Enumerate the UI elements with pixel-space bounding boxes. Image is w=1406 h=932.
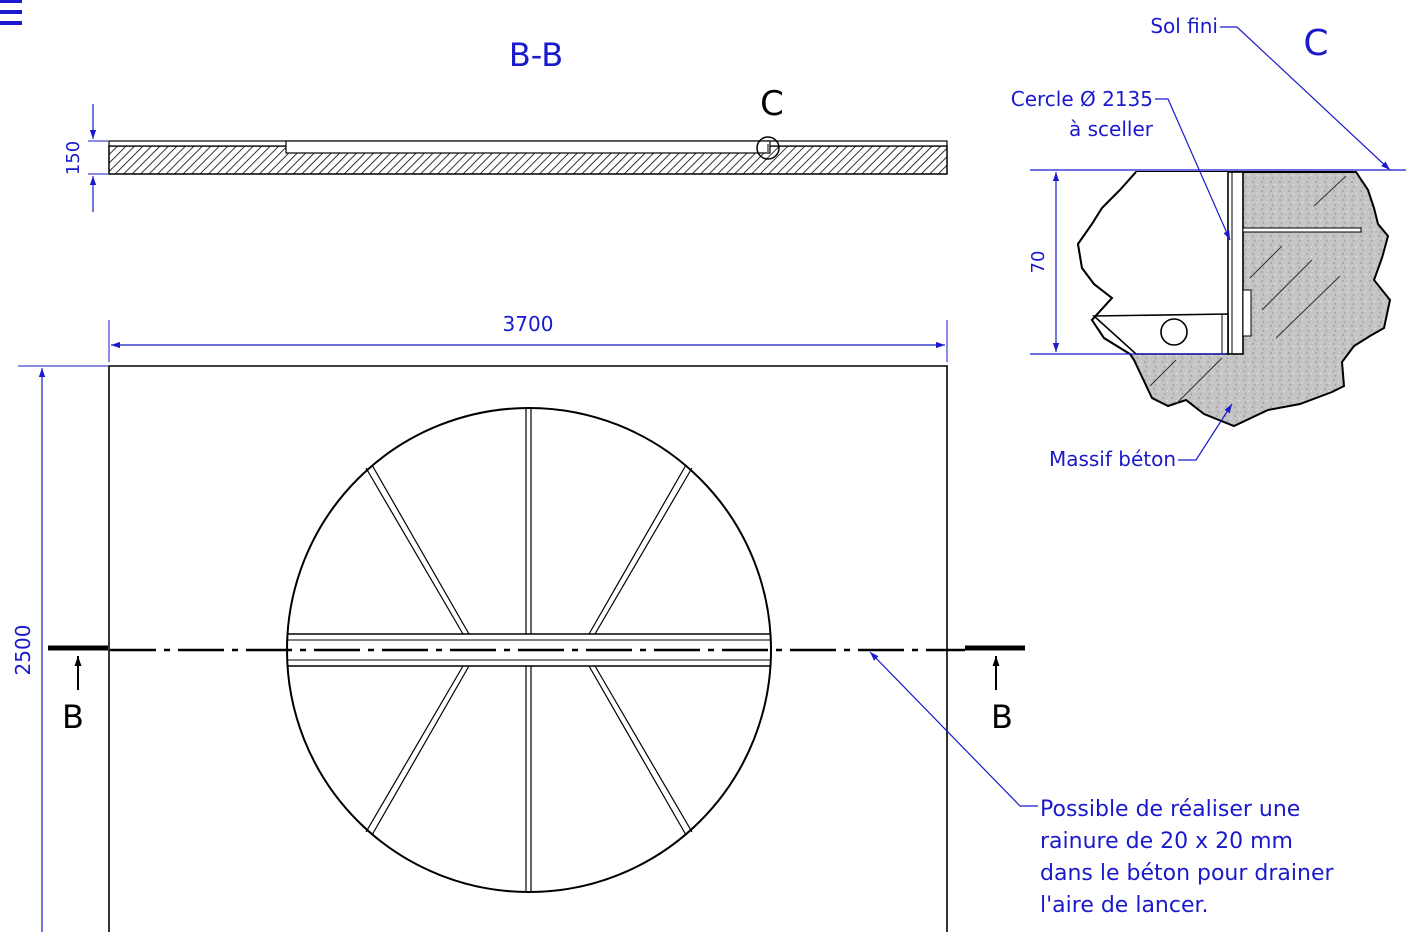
svg-text:rainure de 20 x 20 mm: rainure de 20 x 20 mm xyxy=(1040,829,1293,854)
svg-text:150: 150 xyxy=(63,141,84,175)
section-mark-right: B xyxy=(991,698,1013,736)
detail-c-reference: C xyxy=(760,84,784,124)
detail-c-circle xyxy=(756,136,780,160)
drainage-note: Possible de réaliser une rainure de 20 x… xyxy=(869,651,1334,918)
detail-ground-line xyxy=(1030,169,1406,355)
svg-text:2500: 2500 xyxy=(11,625,35,676)
svg-text:à sceller: à sceller xyxy=(1069,117,1154,141)
leader-cercle: Cercle Ø 2135 à sceller xyxy=(1011,87,1231,241)
dim-thickness: 150 xyxy=(63,104,108,212)
section-line-b: B B xyxy=(48,645,1025,736)
svg-text:70: 70 xyxy=(1028,251,1049,274)
section-mark-left: B xyxy=(62,698,84,736)
svg-text:Sol fini: Sol fini xyxy=(1150,14,1218,38)
leader-sol-fini: Sol fini xyxy=(1150,14,1391,171)
svg-text:Massif béton: Massif béton xyxy=(1049,447,1176,471)
section-slab xyxy=(108,136,948,175)
svg-text:Cercle Ø 2135: Cercle Ø 2135 xyxy=(1011,87,1153,111)
section-title: B-B xyxy=(509,36,563,74)
dim-width: 3700 xyxy=(108,312,948,362)
corner-mark xyxy=(0,0,22,25)
svg-text:dans le béton pour drainer: dans le béton pour drainer xyxy=(1040,861,1334,886)
detail-c-drawing xyxy=(1076,171,1392,428)
detail-c-title: C xyxy=(1303,23,1328,64)
svg-text:3700: 3700 xyxy=(503,312,554,336)
dim-detail-height: 70 xyxy=(1028,172,1060,352)
svg-text:l'aire de lancer.: l'aire de lancer. xyxy=(1040,893,1209,918)
svg-text:Possible de réaliser une: Possible de réaliser une xyxy=(1040,797,1300,822)
dim-height: 2500 xyxy=(11,365,108,932)
leader-massif-beton: Massif béton xyxy=(1049,403,1233,471)
